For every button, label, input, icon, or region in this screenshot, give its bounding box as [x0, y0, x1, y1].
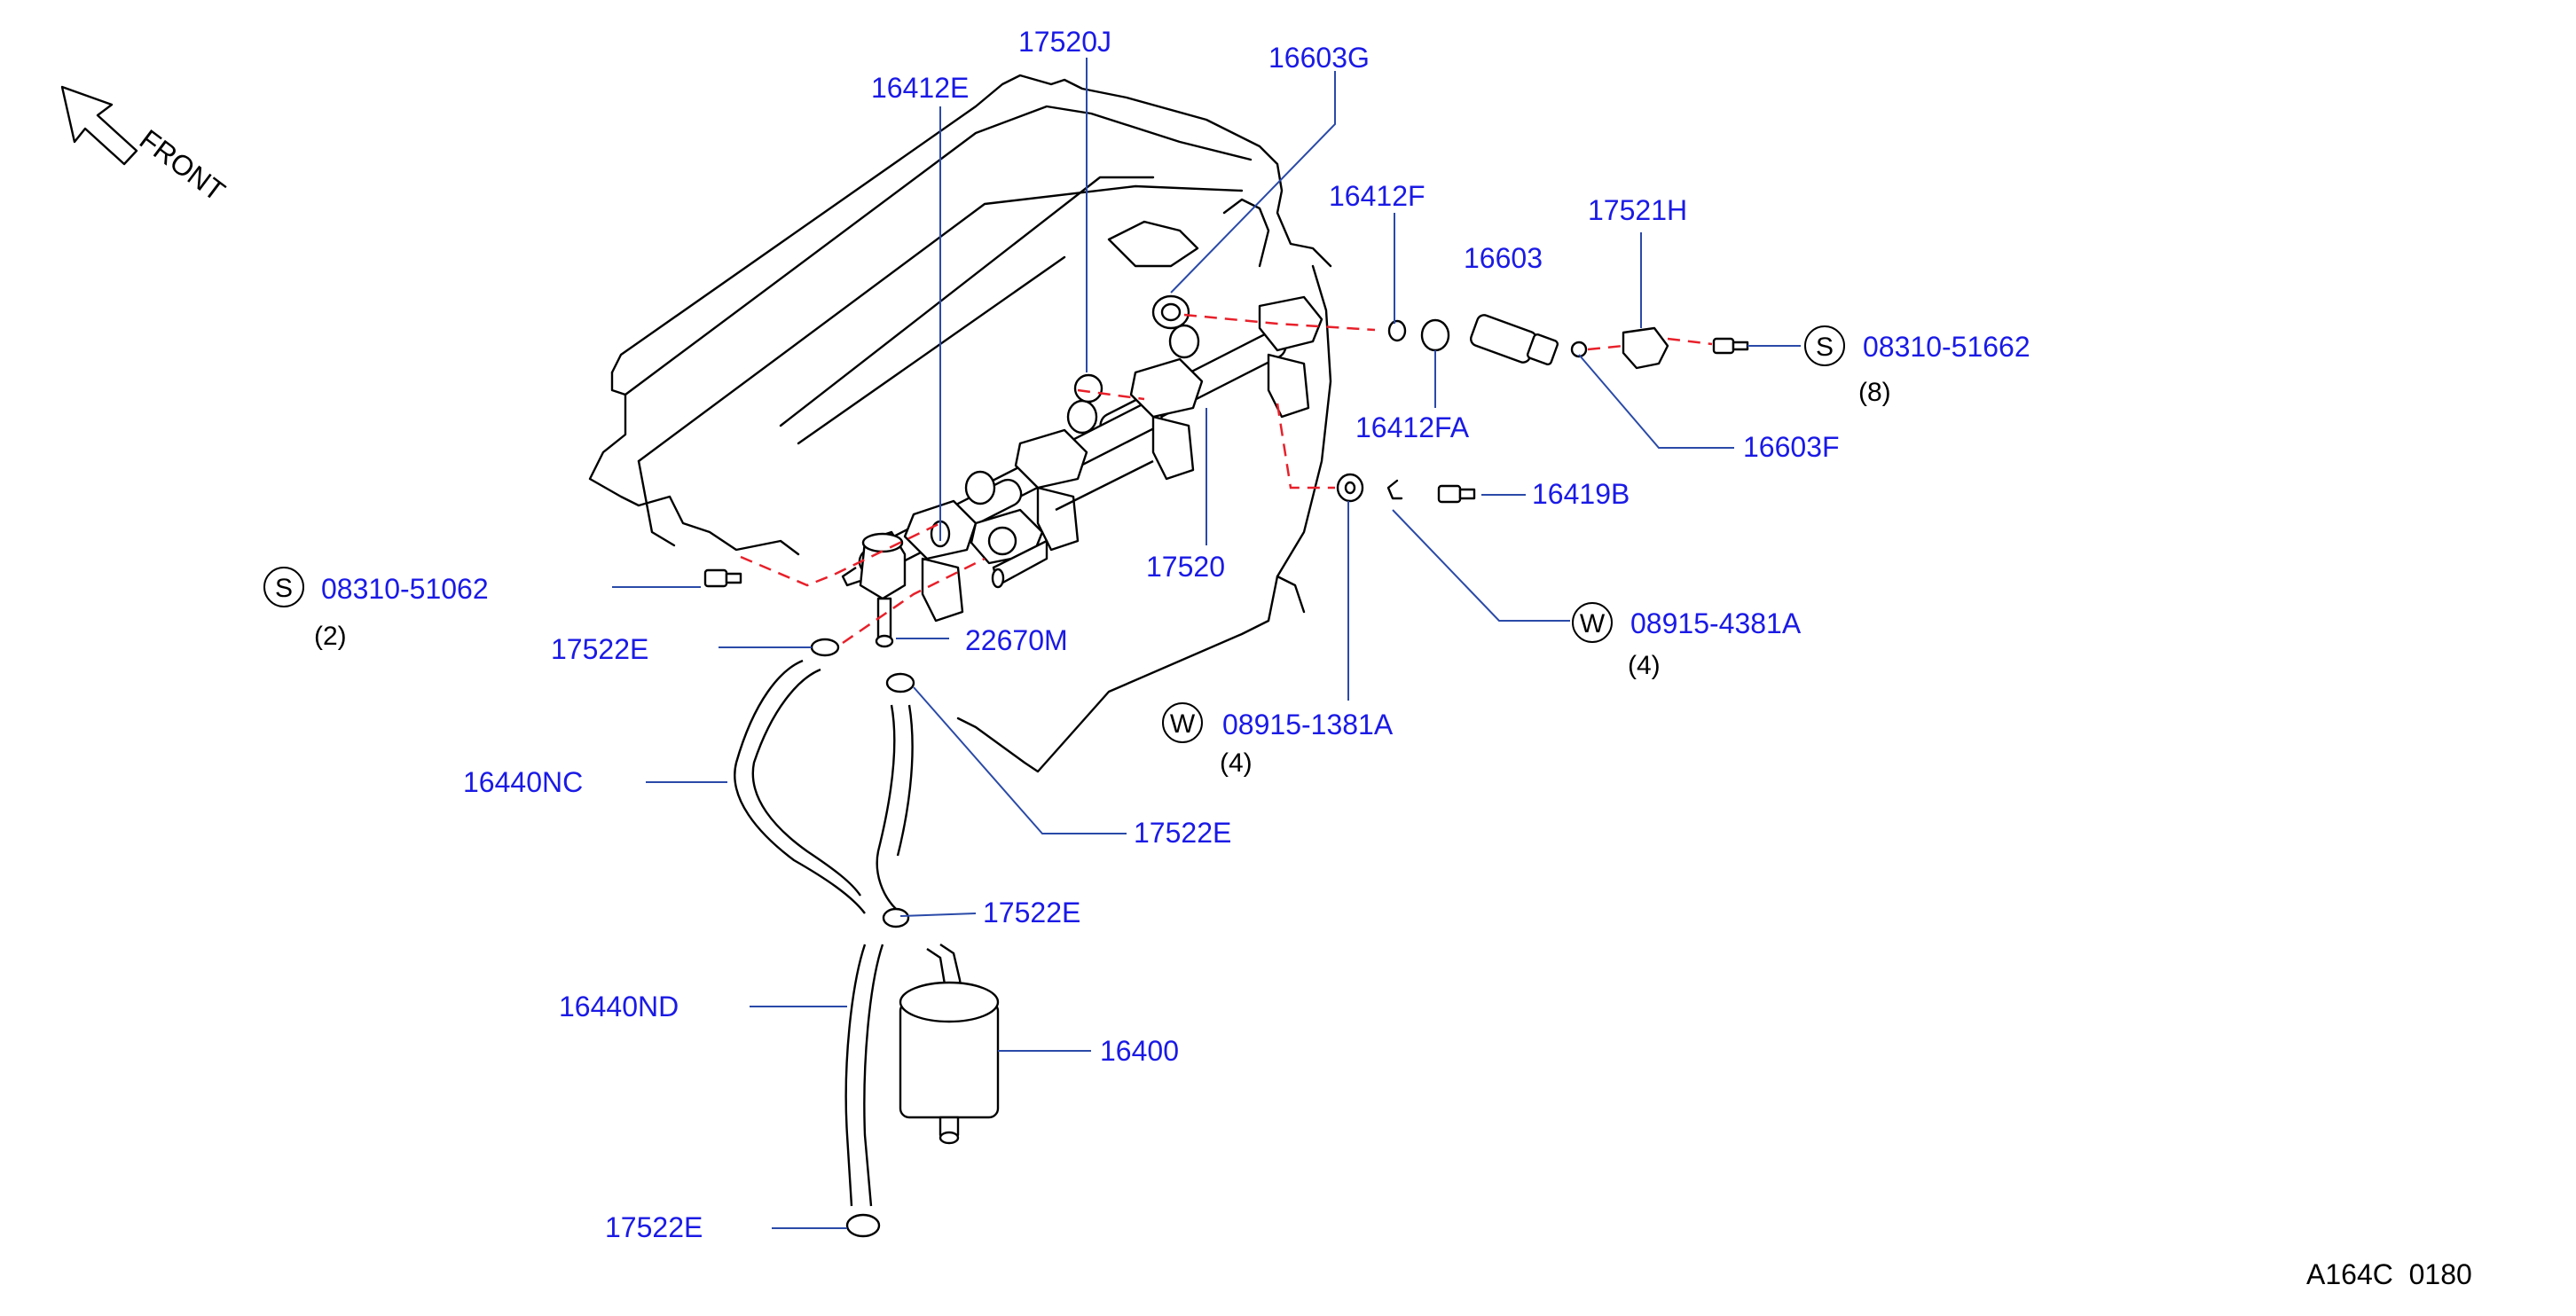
label-16603F: 16603F [1743, 431, 1840, 463]
w-symbol-icon [1162, 702, 1203, 743]
label-16419B: 16419B [1532, 478, 1630, 510]
label-16412FA: 16412FA [1355, 411, 1470, 443]
fastener-code: 08310-51062 [321, 573, 489, 605]
symbol-letter: W [1170, 709, 1196, 739]
label-17520J: 17520J [1018, 26, 1111, 58]
fastener-qty: (4) [1220, 748, 1253, 778]
label-16603: 16603 [1464, 242, 1543, 274]
fuel-hoses [734, 638, 915, 1238]
bolt-and-washers [703, 473, 1476, 588]
label-16400: 16400 [1100, 1035, 1179, 1067]
fastener-w-08915-4381A: W 08915-4381A (4) [1572, 602, 1802, 680]
diagram-code: A164C 0180 [2306, 1258, 2472, 1290]
fastener-w-08915-1381A: W 08915-1381A (4) [1162, 702, 1394, 778]
s-symbol-icon [1804, 325, 1845, 366]
front-arrow-icon [60, 85, 138, 166]
assembly-dashed-links [740, 313, 1713, 645]
leader-lines [612, 58, 1801, 1229]
label-17521H: 17521H [1588, 194, 1687, 226]
label-17522E-d: 17522E [605, 1211, 703, 1243]
front-label: FRONT [134, 123, 232, 208]
label-16603G: 16603G [1268, 42, 1370, 74]
fastener-s-08310-51662: S 08310-51662 (8) [1804, 325, 2030, 407]
label-16440NC: 16440NC [463, 766, 583, 798]
fuel-rail [858, 295, 1323, 623]
fastener-qty: (4) [1628, 651, 1661, 680]
w-symbol-icon [1572, 602, 1613, 643]
fastener-s-08310-51062: S 08310-51062 (2) [263, 567, 489, 651]
fuel-filter [899, 944, 1000, 1145]
symbol-letter: S [1816, 333, 1834, 362]
label-17520: 17520 [1146, 551, 1225, 583]
fastener-code: 08915-4381A [1630, 607, 1802, 639]
label-17522E-b: 17522E [1134, 817, 1231, 849]
pressure-regulator [841, 530, 907, 648]
fastener-code: 08915-1381A [1222, 709, 1394, 740]
fastener-qty: (2) [314, 622, 347, 651]
fastener-qty: (8) [1858, 378, 1891, 407]
s-symbol-icon [263, 567, 304, 607]
label-16412F: 16412F [1329, 180, 1425, 212]
label-17522E-c: 17522E [983, 897, 1080, 928]
injector-assembly [1073, 294, 1749, 403]
label-22670M: 22670M [965, 624, 1068, 656]
label-16440ND: 16440ND [559, 991, 679, 1022]
label-17522E-a: 17522E [551, 633, 648, 665]
label-16412E: 16412E [871, 72, 969, 104]
fastener-code: 08310-51662 [1863, 331, 2030, 363]
symbol-letter: S [275, 574, 293, 603]
engine-head-outline [588, 74, 1332, 773]
symbol-letter: W [1580, 609, 1606, 638]
